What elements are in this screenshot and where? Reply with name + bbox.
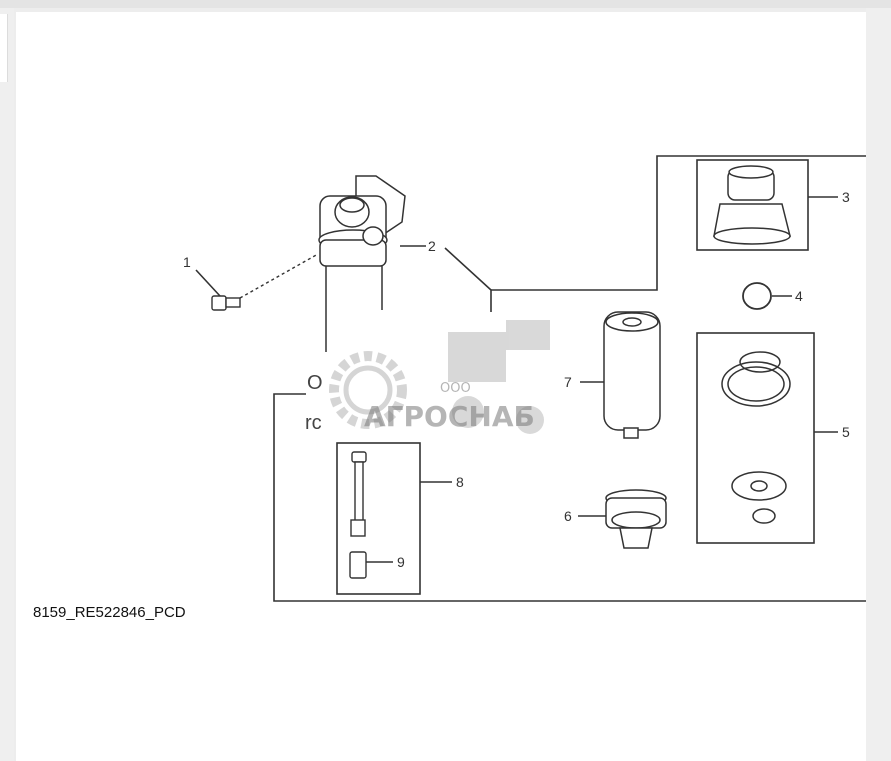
water-sensor-part	[350, 451, 367, 537]
bracket-upper	[491, 155, 866, 291]
callout-6: 6	[564, 508, 572, 524]
gear-icon	[329, 351, 407, 429]
callout-1: 1	[183, 254, 191, 270]
bolt-part	[211, 253, 319, 311]
box-item-8	[336, 442, 421, 595]
watermark-prefix: ООО	[440, 381, 471, 396]
callout-9: 9	[397, 554, 405, 570]
combine-harvester-icon	[448, 320, 550, 434]
callout-7: 7	[564, 374, 572, 390]
fragment-rc: rc	[305, 412, 322, 434]
watermark-logo: ООО АГРОСНАБ	[329, 320, 550, 434]
assembly-frames	[195, 155, 866, 602]
callout-2: 2	[428, 238, 436, 254]
bracket-lower	[273, 393, 866, 602]
box-item-5	[696, 332, 815, 544]
watermark-text: АГРОСНАБ	[364, 400, 535, 433]
right-margin	[866, 8, 891, 761]
left-margin	[0, 8, 14, 761]
side-tab	[0, 14, 8, 82]
callout-5: 5	[842, 424, 850, 440]
diagram-panel	[16, 12, 866, 761]
filter-element-part	[603, 311, 661, 439]
box-item-3	[696, 159, 809, 251]
connector-part	[349, 551, 367, 579]
o-ring-part	[742, 282, 772, 310]
filter-head-part	[318, 175, 406, 352]
leader-1	[195, 269, 221, 297]
figure-id: 8159_RE522846_PCD	[33, 604, 186, 621]
bowl-assembly-part	[605, 489, 667, 549]
callout-8: 8	[456, 474, 464, 490]
top-bar	[0, 0, 891, 8]
seal-kit-part	[721, 351, 791, 524]
bowl-part	[713, 165, 791, 245]
leader-2	[444, 247, 492, 312]
callout-3: 3	[842, 189, 850, 205]
fragment-o: O	[307, 372, 323, 394]
callout-4: 4	[795, 288, 803, 304]
